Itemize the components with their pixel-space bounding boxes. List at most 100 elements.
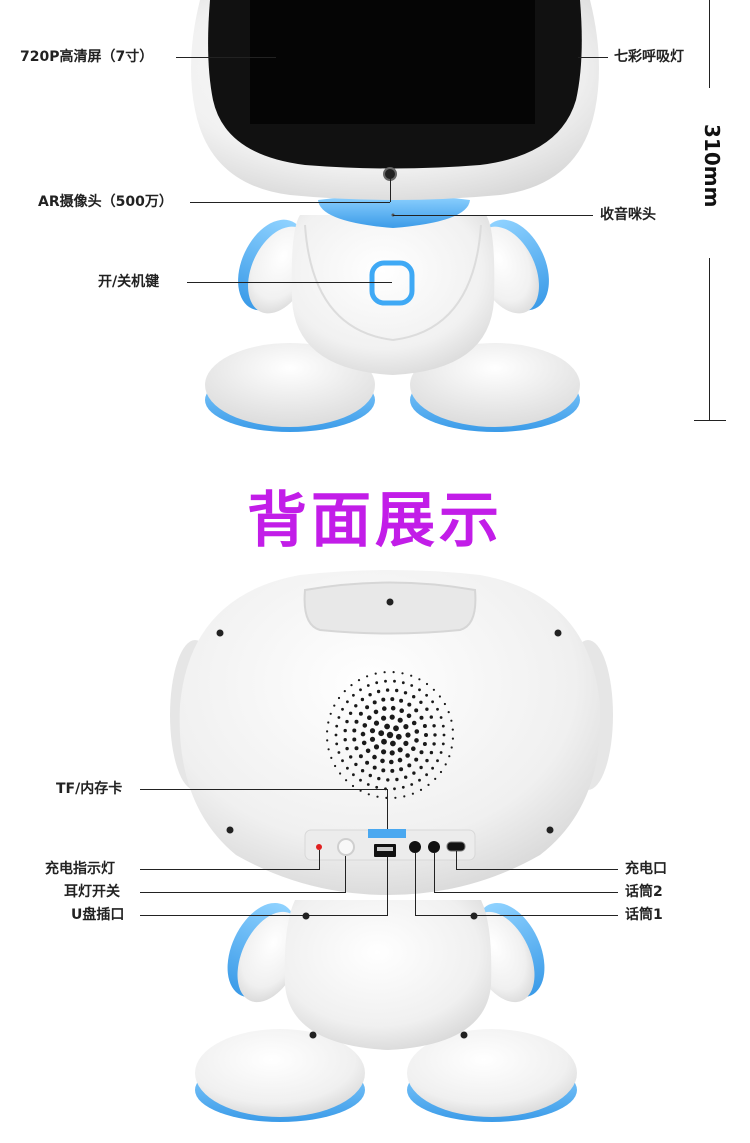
speaker-hole	[369, 728, 376, 734]
speaker-hole	[375, 785, 379, 789]
speaker-hole	[384, 679, 387, 683]
screen-label: 720P高清屏（7寸）	[20, 49, 154, 65]
front-power-button[interactable]	[369, 260, 415, 306]
speaker-hole	[327, 748, 330, 751]
speaker-hole	[431, 766, 434, 770]
speaker-hole	[359, 789, 362, 792]
speaker-hole	[333, 704, 336, 707]
speaker-hole	[419, 715, 424, 720]
back-left-arm	[227, 902, 303, 1003]
speaker-hole	[390, 697, 395, 702]
speaker-hole	[407, 702, 412, 707]
speaker-hole	[418, 688, 421, 692]
back-handle[interactable]	[303, 581, 477, 635]
speaker-hole	[436, 707, 439, 711]
breathing-light-callout-line	[578, 57, 608, 58]
charge-indicator-led	[316, 844, 322, 850]
speaker-hole	[345, 719, 349, 724]
speaker-hole	[354, 719, 359, 724]
speaker-hole	[422, 742, 427, 746]
speaker-hole	[326, 739, 329, 742]
speaker-hole	[393, 787, 396, 791]
speaker-hole	[386, 731, 394, 739]
ear-switch-callout-line	[140, 892, 346, 893]
speaker-hole	[326, 730, 329, 733]
speaker-hole	[378, 730, 385, 737]
speaker-hole	[343, 728, 347, 733]
speaker-hole	[399, 698, 404, 703]
speaker-hole	[367, 793, 370, 796]
speaker-hole	[348, 711, 353, 715]
speaker-hole	[330, 756, 333, 759]
speaker-hole	[350, 684, 353, 687]
usb-callout-vertical	[387, 857, 388, 916]
speaker-hole	[381, 697, 386, 702]
speaker-hole	[335, 742, 339, 746]
front-robot-illustration	[191, 0, 599, 432]
speaker-hole	[422, 724, 427, 728]
tf-card-label: TF/内存卡	[56, 781, 123, 797]
speaker-hole	[377, 776, 381, 781]
speaker-hole	[405, 732, 411, 738]
speaker-hole	[407, 763, 412, 768]
speaker-hole	[346, 700, 349, 704]
speaker-hole	[373, 744, 380, 750]
front-torso	[291, 215, 495, 375]
mic1-jack[interactable]	[409, 841, 421, 853]
speaker-hole	[397, 747, 403, 753]
tf-card-slot[interactable]	[368, 829, 406, 838]
speaker-hole	[390, 705, 396, 711]
speaker-hole	[374, 672, 377, 675]
charge-port[interactable]	[446, 841, 466, 852]
speaker-hole	[395, 688, 399, 693]
speaker-hole	[414, 757, 419, 762]
speaker-hole	[389, 759, 394, 765]
speaker-hole	[386, 778, 390, 782]
ear-light-switch-label: 耳灯开关	[64, 884, 120, 900]
speaker-hole	[438, 695, 441, 698]
speaker-hole	[360, 731, 366, 737]
speaker-hole	[447, 711, 450, 714]
speaker-hole	[412, 695, 416, 699]
charge-port-callout-vertical	[456, 851, 457, 869]
ear-light-switch[interactable]	[337, 838, 355, 856]
speaker-hole	[411, 720, 417, 726]
speaker-hole	[366, 783, 370, 786]
mic2-label: 话筒2	[625, 884, 663, 900]
speaker-hole	[341, 707, 344, 711]
speaker-hole	[439, 716, 443, 719]
speaker-hole	[448, 755, 451, 758]
speaker-hole	[361, 740, 367, 746]
speaker-hole	[365, 760, 370, 765]
speaker-hole	[411, 792, 414, 795]
speaker-hole	[419, 700, 423, 704]
speaker-hole	[352, 728, 357, 733]
breathing-light-label: 七彩呼吸灯	[614, 49, 684, 65]
speaker-hole	[343, 738, 347, 742]
speaker-hole	[345, 779, 348, 782]
speaker-hole	[339, 772, 342, 775]
speaker-hole	[418, 678, 421, 681]
screen-callout-line	[176, 57, 276, 58]
speaker-hole	[439, 770, 443, 774]
speaker-hole	[381, 715, 387, 721]
speaker-hole	[404, 775, 408, 779]
speaker-hole	[451, 728, 454, 731]
speaker-hole	[337, 696, 341, 700]
mic2-jack[interactable]	[428, 841, 440, 853]
speaker-hole	[450, 746, 453, 749]
front-screen	[250, 0, 535, 124]
speaker-hole	[346, 766, 349, 770]
speaker-hole	[412, 771, 416, 775]
front-collar	[318, 195, 470, 228]
back-left-foot	[195, 1029, 365, 1122]
speaker-hole	[450, 719, 453, 722]
speaker-hole	[432, 742, 436, 746]
speaker-hole	[403, 691, 408, 695]
speaker-hole	[376, 795, 379, 798]
speaker-hole	[334, 733, 338, 737]
power-key-label: 开/关机键	[98, 274, 160, 290]
speaker-hole	[401, 681, 405, 685]
speaker-hole	[367, 715, 372, 720]
mic1-callout-vertical	[415, 853, 416, 916]
